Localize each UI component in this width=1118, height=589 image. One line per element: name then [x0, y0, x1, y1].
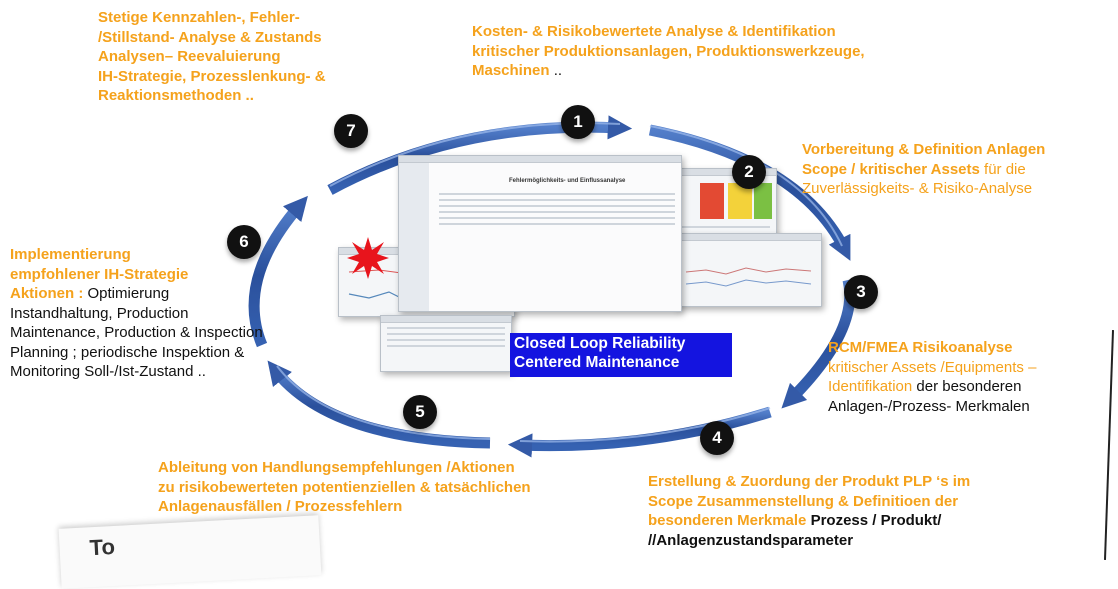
step-text-segment: Scope / kritischer Assets	[802, 160, 980, 178]
step-text-line: Analysen– Reevaluierung	[98, 47, 326, 67]
step-text-segment: /Stillstand- Analyse & Zustands	[98, 28, 322, 46]
step-text-segment: Instandhaltung, Production	[10, 304, 189, 322]
step-badge-5: 5	[403, 395, 437, 429]
step-text-7: Stetige Kennzahlen-, Fehler- /Stillstand-…	[98, 8, 326, 106]
step-text-line: Identifikation der besonderen	[828, 377, 1036, 397]
step-text-line: /Stillstand- Analyse & Zustands	[98, 28, 326, 48]
step-text-segment: Implementierung	[10, 246, 131, 263]
step-text-segment: zu risikobewerteten potentienziellen & t…	[158, 478, 531, 496]
step-badge-7: 7	[334, 114, 368, 148]
step-text-line: RCM/FMEA Risikoanalyse	[828, 338, 1036, 358]
step-text-line: Maintenance, Production & Inspection	[10, 323, 263, 343]
step-text-segment: RCM/FMEA Risikoanalyse	[828, 339, 1013, 356]
step-text-5: Ableitung von Handlungsempfehlungen /Akt…	[158, 458, 531, 517]
step-text-line: empfohlener IH-Strategie	[10, 265, 263, 285]
step-text-segment: Anlagen-/Prozess- Merkmalen	[828, 397, 1030, 415]
step-text-segment: Ableitung von Handlungsempfehlungen /Akt…	[158, 459, 515, 476]
step-text-segment: empfohlener IH-Strategie	[10, 265, 189, 283]
step-text-line: Stetige Kennzahlen-, Fehler-	[98, 8, 326, 28]
step-badge-1: 1	[561, 105, 595, 139]
step-text-segment: kritischer Assets /Equipments –	[828, 358, 1037, 376]
step-text-line: Zuverlässigkeits- & Risiko-Analyse	[802, 179, 1045, 199]
step-badge-4: 4	[700, 421, 734, 455]
step-text-segment: Optimierung	[87, 285, 170, 302]
step-text-line: Maschinen ..	[472, 61, 865, 81]
step-text-line: Instandhaltung, Production	[10, 304, 263, 324]
step-text-segment: Analysen– Reevaluierung	[98, 48, 281, 65]
step-badge-2: 2	[732, 155, 766, 189]
step-text-segment: Erstellung & Zuordung der Produkt PLP ‘s…	[648, 473, 971, 490]
risk-cell-red	[700, 183, 724, 219]
step-text-segment: Vorbereitung & Definition Anlagen	[802, 141, 1046, 158]
step-text-segment: Stetige Kennzahlen-, Fehler-	[98, 9, 300, 26]
step-text-line: zu risikobewerteten potentienziellen & t…	[158, 478, 531, 498]
step-text-segment: Anlagenausfällen / Prozessfehlern	[158, 498, 403, 515]
risk-cell-yellow	[728, 183, 752, 219]
step-text-segment: kritischer Produktionsanlagen, Produktio…	[472, 42, 865, 60]
step-text-segment: Reaktionsmethoden ..	[98, 87, 254, 104]
step-text-segment: Planning ; periodische Inspektion &	[10, 343, 245, 361]
step-text-segment: Aktionen :	[10, 285, 88, 302]
step-text-segment: ..	[549, 62, 563, 79]
step-text-segment: Scope Zusammenstellung & Definitioen der	[648, 492, 959, 510]
step-text-line: Erstellung & Zuordung der Produkt PLP ‘s…	[648, 472, 970, 492]
step-text-line: Planning ; periodische Inspektion &	[10, 343, 263, 363]
closed-loop-label-line-2: Centered Maintenance	[514, 354, 680, 371]
step-text-1: Kosten- & Risikobewertete Analyse & Iden…	[472, 22, 865, 81]
step-text-segment: IH-Strategie, Prozesslenkung- &	[98, 67, 326, 85]
step-text-line: Implementierung	[10, 245, 263, 265]
fmea-screenshot-title: Fehlermöglichkeits- und Einflussanalyse	[509, 178, 626, 184]
step-text-line: Scope Zusammenstellung & Definitioen der	[648, 492, 970, 512]
step-text-line: Ableitung von Handlungsempfehlungen /Akt…	[158, 458, 531, 478]
fmea-screenshot: Fehlermöglichkeits- und Einflussanalyse	[398, 155, 682, 312]
closed-loop-label-line-1: Closed Loop Reliability	[514, 335, 686, 352]
step-text-line: Anlagenausfällen / Prozessfehlern	[158, 497, 531, 517]
tree-screenshot	[380, 315, 512, 372]
step-text-segment: Identifikation	[828, 378, 913, 395]
step-text-segment: Prozess / Produkt/	[810, 512, 942, 529]
step-text-segment: Maschinen	[472, 62, 550, 79]
step-text-line: Anlagen-/Prozess- Merkmalen	[828, 397, 1036, 417]
step-text-3: RCM/FMEA Risikoanalyse kritischer Assets …	[828, 338, 1036, 416]
risk-cell-green	[754, 183, 772, 219]
step-text-line: Scope / kritischer Assets für die	[802, 160, 1045, 180]
step-text-line: kritischer Produktionsanlagen, Produktio…	[472, 42, 865, 62]
step-text-line: besonderen Merkmale Prozess / Produkt/	[648, 511, 970, 531]
step-text-segment: Maintenance, Production & Inspection	[10, 324, 263, 341]
bottom-note-card: To	[58, 515, 322, 589]
step-text-segment: der besonderen	[912, 378, 1022, 395]
ring-arrow-bottom-right	[507, 406, 772, 458]
step-text-line: Monitoring Soll-/Ist-Zustand ..	[10, 362, 263, 382]
step-text-segment: besonderen Merkmale	[648, 512, 811, 529]
step-text-line: Vorbereitung & Definition Anlagen	[802, 140, 1045, 160]
step-text-segment: Zuverlässigkeits- & Risiko-Analyse	[802, 180, 1033, 197]
step-badge-3: 3	[844, 275, 878, 309]
step-text-line: Kosten- & Risikobewertete Analyse & Iden…	[472, 22, 865, 42]
step-text-line: Reaktionsmethoden ..	[98, 86, 326, 106]
step-text-segment: Monitoring Soll-/Ist-Zustand ..	[10, 363, 206, 380]
step-text-line: IH-Strategie, Prozesslenkung- &	[98, 67, 326, 87]
trend-chart-screenshot	[675, 233, 822, 307]
step-text-line: //Anlagenzustandsparameter	[648, 531, 970, 551]
ring-arrow-left	[248, 195, 308, 348]
step-text-segment: //Anlagenzustandsparameter	[648, 531, 854, 549]
step-badge-6: 6	[227, 225, 261, 259]
ring-arrow-bottom	[267, 360, 491, 449]
bottom-note-text: To	[88, 533, 116, 561]
step-text-line: kritischer Assets /Equipments –	[828, 358, 1036, 378]
step-text-line: Aktionen : Optimierung	[10, 284, 263, 304]
failure-burst-icon	[347, 237, 389, 279]
step-text-segment: für die	[979, 160, 1026, 178]
step-text-segment: Kosten- & Risikobewertete Analyse & Iden…	[472, 23, 836, 40]
closed-loop-diagram: Fehlermöglichkeits- und Einflussanalyse …	[10, 8, 1115, 561]
closed-loop-label: Closed Loop Reliability Centered Mainten…	[510, 333, 732, 377]
step-text-4: Erstellung & Zuordung der Produkt PLP ‘s…	[648, 472, 970, 550]
